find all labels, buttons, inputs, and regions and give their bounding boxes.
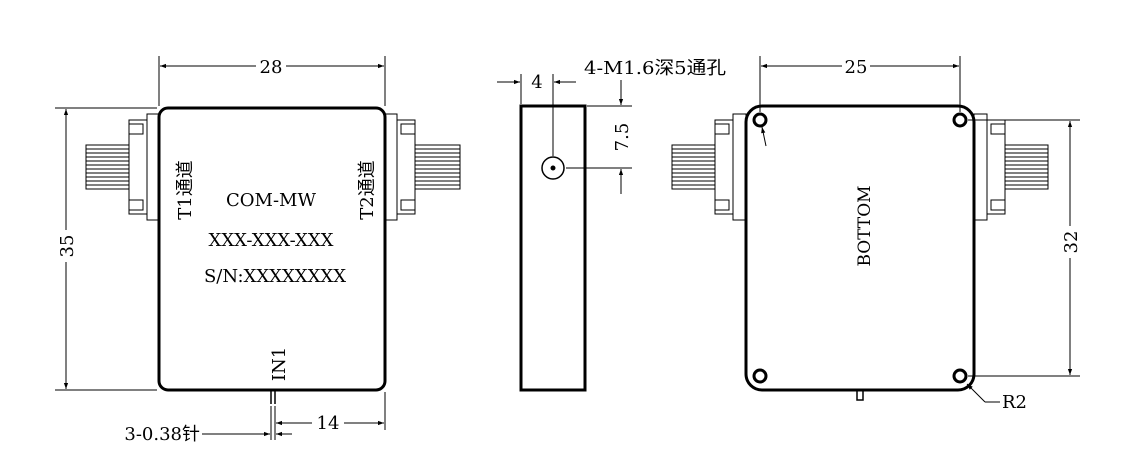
mounting-hole-top-left bbox=[752, 112, 768, 128]
pin-offset-dimension: 14 bbox=[270, 392, 386, 440]
front-width-label: 28 bbox=[260, 57, 283, 78]
bottom-label: BOTTOM bbox=[855, 185, 875, 266]
front-body bbox=[157, 106, 387, 392]
serial-label: S/N:XXXXXXXX bbox=[204, 266, 346, 287]
side-height-label: 7.5 bbox=[612, 123, 633, 152]
side-offset-label: 4 bbox=[531, 72, 542, 93]
front-view: 28 35 14 3-0.38针 T1通道 T2通道 IN1 CO bbox=[55, 56, 461, 445]
bottom-height-label: 32 bbox=[1061, 231, 1082, 254]
hole-note: 4-M1.6深5通孔 bbox=[584, 58, 767, 147]
front-height-label: 35 bbox=[57, 235, 78, 258]
port-t2-label: T2通道 bbox=[357, 160, 378, 219]
mounting-hole-bottom-left bbox=[752, 368, 768, 384]
brand-label: COM-MW bbox=[226, 190, 316, 211]
side-view: 4 7.5 bbox=[497, 72, 633, 392]
pin-note: 3-0.38针 bbox=[124, 424, 292, 445]
bottom-width-dimension: 25 bbox=[759, 56, 961, 112]
right-sma-connector bbox=[384, 113, 461, 221]
bottom-width-label: 25 bbox=[845, 57, 868, 78]
side-connector-outer bbox=[541, 156, 565, 180]
radius-note: R2 bbox=[966, 383, 1027, 413]
part-number-label: XXX-XXX-XXX bbox=[209, 230, 334, 251]
side-offset-dimension: 4 bbox=[497, 72, 576, 156]
port-t1-label: T1通道 bbox=[175, 160, 196, 219]
side-height-dimension: 7.5 bbox=[566, 80, 633, 194]
bottom-right-sma-connector bbox=[973, 113, 1049, 221]
side-connector-inner bbox=[550, 165, 556, 171]
pin-note-label: 3-0.38针 bbox=[124, 424, 200, 445]
mounting-hole-top-right bbox=[952, 112, 968, 128]
hole-note-label: 4-M1.6深5通孔 bbox=[584, 58, 726, 79]
bottom-left-sma-connector bbox=[671, 113, 747, 221]
mounting-hole-bottom-right bbox=[952, 368, 968, 384]
front-height-dimension: 35 bbox=[55, 107, 157, 391]
bottom-view: 25 32 4-M1.6深5通孔 R2 BOTTOM bbox=[584, 56, 1082, 413]
bottom-pin bbox=[856, 389, 864, 401]
radius-note-label: R2 bbox=[1002, 392, 1027, 413]
pins bbox=[270, 390, 276, 404]
bottom-height-dimension: 32 bbox=[968, 119, 1082, 377]
pin-offset-label: 14 bbox=[317, 413, 340, 434]
front-width-dimension: 28 bbox=[158, 56, 386, 106]
port-in1-label: IN1 bbox=[269, 347, 290, 381]
left-sma-connector bbox=[85, 113, 160, 221]
